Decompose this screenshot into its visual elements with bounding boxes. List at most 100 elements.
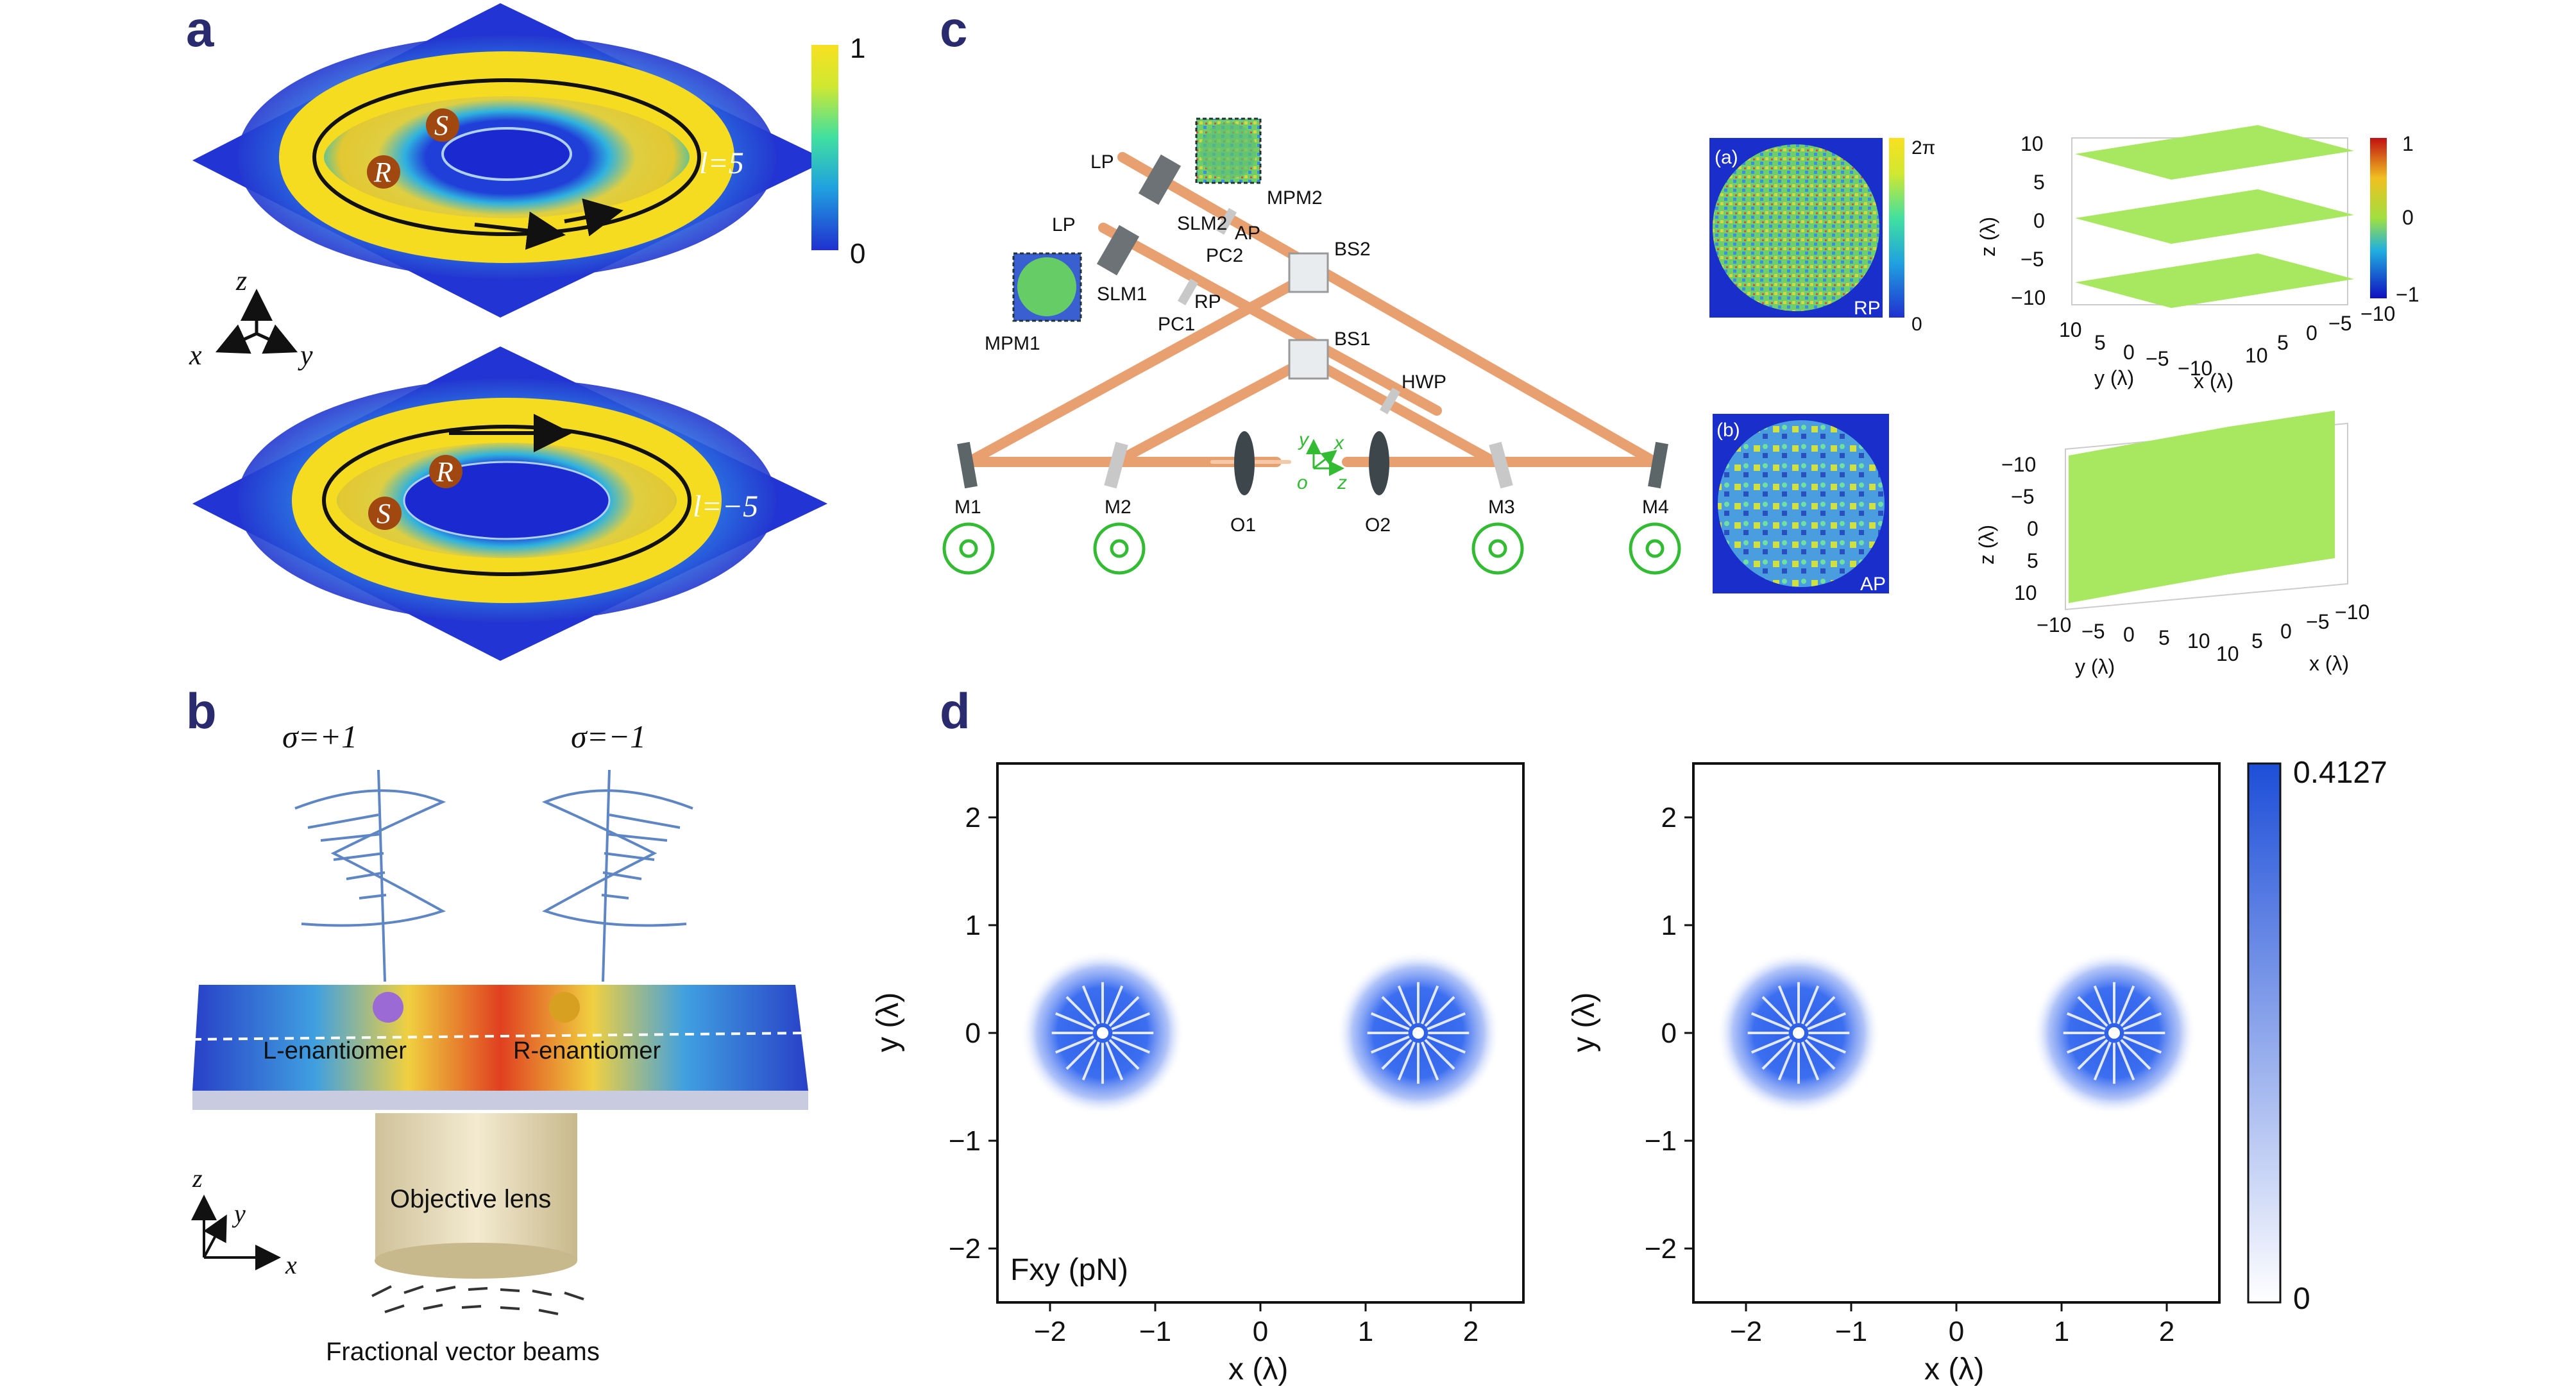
x-tick-bot-4: −10	[2335, 601, 2369, 624]
stage-edge	[192, 1091, 808, 1110]
colorbar-d-max: 0.4127	[2293, 756, 2387, 790]
mirror-m1	[957, 441, 978, 489]
annotation-fxy: Fxy (pN)	[1010, 1253, 1128, 1287]
stage-slab	[192, 985, 808, 1091]
mirror-m4	[1648, 441, 1668, 489]
z-tick-bot-3: 5	[2027, 549, 2038, 572]
plane-top-1	[2075, 125, 2354, 180]
beam-splitter-bs2	[1288, 252, 1329, 293]
xtick-label-right-1: −1	[1835, 1316, 1867, 1347]
label-bs2: BS2	[1334, 239, 1371, 260]
z-tick-top-4: −10	[2011, 286, 2046, 309]
x-tick-top-2: 0	[2306, 321, 2318, 345]
mirror-m2	[1104, 441, 1128, 489]
z-tick-bot-0: −10	[2001, 453, 2036, 476]
ytick-label-left-1: −1	[949, 1125, 981, 1157]
coord-o: o	[1297, 472, 1308, 493]
polarization-symbol-3	[1471, 522, 1524, 575]
orbit-bottom	[322, 425, 691, 576]
beam-bs2-m1	[963, 271, 1314, 467]
y-tick-bot-4: 10	[2187, 629, 2210, 652]
y-tick-bot-0: −10	[2037, 613, 2071, 636]
plot3d-bottom: −10 −5 0 5 10 z (λ) −10 −5 0 5 10 y (λ) …	[1975, 411, 2369, 678]
beam-upper-right	[1117, 152, 1660, 467]
label-s-bottom: S	[377, 498, 391, 529]
panel-c-setup: LP SLM2 MPM2 AP PC2 BS2 LP SLM1 RP PC1 M…	[942, 117, 1681, 575]
coord-x: x	[1333, 432, 1344, 454]
plate-rp	[1177, 278, 1199, 305]
inset-rp-label: RP	[1854, 298, 1881, 319]
inset-rp-colorbar	[1889, 138, 1904, 318]
x-tick-bot-0: 10	[2216, 642, 2239, 665]
xtick-label-right-3: 1	[2054, 1316, 2069, 1347]
colorbar-a-max: 1	[850, 33, 865, 64]
mirror-m3	[1489, 441, 1513, 489]
inset-rp-disk	[1713, 144, 1879, 311]
z-tick-top-2: 0	[2033, 209, 2045, 232]
y-tick-top-1: 5	[2094, 331, 2106, 354]
ytick-label-right-4: 2	[1661, 802, 1677, 833]
orbit-top	[312, 78, 701, 236]
plate-ap	[1216, 208, 1237, 235]
objective-lens	[375, 1113, 577, 1261]
fractional-beam-arrows	[371, 1285, 584, 1315]
coord-z: z	[1337, 472, 1347, 493]
ytick-label-right-3: 1	[1661, 910, 1677, 941]
plot3d-bottom-ztick-labels: −10 −5 0 5 10	[2001, 453, 2038, 604]
ytick-label-left-0: −2	[949, 1233, 981, 1265]
panel-letter-c: c	[940, 1, 967, 57]
polarization-symbol-1	[942, 522, 995, 575]
ytick-label-left-2: 0	[965, 1018, 981, 1049]
plot3d-bottom-xtick-labels: 10 5 0 −5 −10	[2216, 601, 2369, 665]
axis-x-b: x	[285, 1250, 297, 1279]
label-r-top: R	[373, 157, 391, 188]
axis-z-a: z	[235, 265, 247, 296]
particle-s-top	[426, 108, 459, 142]
phase-mask-mpm2-disk	[1200, 123, 1257, 179]
label-l5: l=5	[699, 146, 744, 180]
plane-top-2	[2075, 189, 2354, 244]
y-tick-top-4: −10	[2178, 357, 2212, 380]
xtick-label-right-4: 2	[2159, 1316, 2174, 1347]
y-label-bot: y (λ)	[2075, 655, 2115, 678]
label-pc2: PC2	[1206, 245, 1243, 266]
ylabel-left: y (λ)	[871, 993, 905, 1052]
xtick-label-left-2: 0	[1253, 1316, 1268, 1347]
particle-r-top	[367, 155, 400, 189]
plane-top-3	[2075, 253, 2354, 308]
z-tick-bot-4: 10	[2014, 581, 2037, 604]
label-ap: AP	[1235, 223, 1260, 244]
polarization-symbol-4	[1629, 522, 1681, 575]
z-tick-top-1: 5	[2033, 171, 2045, 194]
helix-left	[294, 769, 446, 982]
label-mpm2: MPM2	[1267, 187, 1323, 209]
label-hwp: HWP	[1402, 371, 1446, 393]
panel-letter-d: d	[940, 683, 970, 739]
ytick-label-right-0: −2	[1645, 1233, 1677, 1265]
helix-right	[541, 769, 693, 982]
coords-origin: y x o z	[1297, 429, 1347, 493]
axis-y-a: y	[298, 339, 313, 371]
x-tick-bot-1: 5	[2251, 629, 2263, 652]
particle-s-bottom	[368, 497, 402, 530]
label-l-5: l=−5	[693, 490, 758, 524]
lens-o1	[1234, 431, 1255, 495]
label-m1: M1	[954, 497, 981, 518]
core-top	[441, 127, 572, 181]
beam-bs1-m2	[1111, 354, 1314, 467]
orbit-arrow-top-1	[474, 211, 566, 250]
label-o2: O2	[1365, 515, 1391, 536]
plane-bottom-2	[2139, 427, 2229, 590]
plane-bottom-3	[2229, 411, 2335, 574]
y-tick-top-0: 10	[2059, 318, 2082, 341]
y-tick-top-2: 0	[2123, 341, 2135, 364]
phase-mask-mpm1-disk	[1017, 257, 1076, 316]
x-label-top: x (λ)	[2194, 370, 2233, 393]
label-o1: O1	[1230, 515, 1256, 536]
x-tick-top-4: −10	[2360, 302, 2395, 325]
x-tick-top-1: 5	[2277, 331, 2289, 354]
bright-ring-bottom	[292, 398, 722, 603]
spots-left	[1021, 951, 1500, 1115]
